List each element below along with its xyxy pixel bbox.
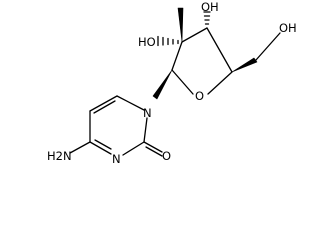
bond-c2-o (143, 141, 163, 153)
bond-c4-n3-double (94, 139, 112, 150)
bond-c2-oh-hash (157, 35, 179, 47)
atom-oh-c3: OH (201, 0, 219, 14)
bond-c6-c5 (89, 95, 118, 112)
atom-carbonyl-o: O (162, 149, 171, 163)
bond-c4-n3 (89, 141, 112, 155)
bond-c4-c3 (206, 27, 233, 73)
bond-c3-oh-hash (203, 11, 211, 25)
bond-n1-c6 (116, 95, 145, 111)
atom-oh-ch2: OH (279, 21, 297, 35)
atom-n1: N (143, 106, 152, 120)
bond-c6-c5-double (93, 100, 116, 114)
bond-c1-o4 (171, 69, 194, 95)
bond-c2-c1 (171, 41, 183, 71)
bond-c4-nh2 (69, 141, 91, 154)
bond-c2-n1 (143, 117, 148, 143)
bond-c2-o-double (145, 146, 163, 157)
bond-c4-ch2-wedge (231, 57, 258, 73)
atom-n3: N (112, 152, 121, 166)
bond-o4-c4 (207, 71, 233, 95)
atom-nh2: H2N (47, 149, 72, 163)
atom-ho-c2: HO (138, 35, 156, 49)
bond-ch2-oh (255, 32, 281, 61)
bond-n3-c2 (122, 141, 145, 156)
bond-c3-c2 (181, 27, 208, 43)
bond-c2-methyl-wedge (177, 7, 184, 43)
chemical-structure: OH HO OH O N N H2N O (47, 0, 297, 166)
atom-ring-oxygen: O (195, 89, 204, 103)
bond-c1-n1-wedge (152, 69, 173, 100)
